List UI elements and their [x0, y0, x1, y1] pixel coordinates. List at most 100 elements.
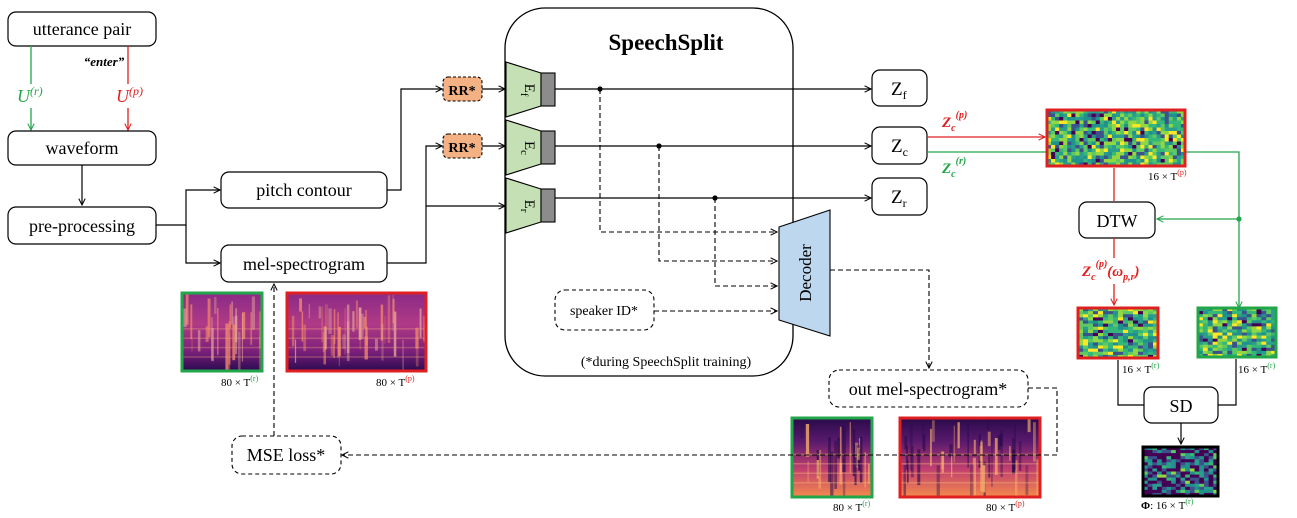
heatmap-cell — [1136, 159, 1141, 163]
z-c-box — [871, 126, 928, 165]
heatmap-cell — [1256, 344, 1262, 349]
heatmap-cell — [1055, 110, 1060, 114]
heatmap-cell — [1124, 152, 1129, 156]
heatmap-cell — [1055, 152, 1060, 156]
heatmap-cell — [1180, 468, 1186, 472]
heatmap-cell — [1071, 162, 1076, 167]
heatmap-cell — [1128, 314, 1134, 318]
heatmap-cell — [1120, 131, 1125, 135]
heatmap-cell — [1160, 148, 1166, 153]
heatmap-cell — [1237, 314, 1243, 318]
spectrogram-streak — [232, 324, 236, 361]
mel-r-dim-label: 80 × T(r) — [221, 374, 259, 389]
heatmap-cell — [1203, 450, 1210, 454]
heatmap-cell — [1091, 134, 1097, 139]
heatmap-cell — [1212, 341, 1218, 346]
spectrogram-streak — [973, 439, 976, 454]
heatmap-cell — [1185, 453, 1191, 457]
heatmap-cell — [1180, 465, 1186, 469]
heatmap-cell — [1133, 317, 1139, 321]
heatmap-cell — [1144, 152, 1149, 156]
heatmap-cell — [1123, 339, 1129, 343]
heatmap-cell — [1128, 152, 1133, 156]
heatmap-cell — [1075, 159, 1080, 163]
spectrogram-harmonic — [792, 482, 872, 484]
heatmap-cell — [1164, 124, 1170, 128]
heatmap-cell — [1168, 141, 1174, 146]
spectrogram-streak — [922, 420, 924, 449]
spectrogram-streak — [987, 431, 991, 447]
heatmap-cell — [1093, 323, 1099, 328]
heatmap-cell — [1095, 141, 1101, 146]
heatmap-cell — [1098, 329, 1104, 334]
heatmap-cell — [1063, 120, 1068, 125]
heatmap-cell — [1123, 320, 1129, 325]
encoder-r-label: Er — [518, 200, 537, 213]
heatmap-cell — [1176, 145, 1182, 149]
heatmap-cell — [1166, 453, 1172, 457]
heatmap-cell — [1251, 344, 1257, 349]
heatmap-cell — [1075, 152, 1080, 156]
heatmap-cell — [1189, 456, 1195, 460]
heatmap-cell — [1124, 127, 1129, 132]
heatmap-cell — [1160, 127, 1166, 132]
heatmap-cell — [1079, 131, 1084, 135]
rr-label-pitch: RR* — [448, 84, 475, 99]
heatmap-cell — [1176, 131, 1182, 135]
heatmap-cell — [1075, 145, 1080, 149]
heatmap-cell — [1120, 138, 1125, 142]
heatmap-cell — [1232, 314, 1238, 318]
spectrogram-harmonic — [182, 346, 262, 349]
spectrogram-streak — [318, 306, 321, 319]
decoder — [778, 209, 831, 337]
heatmap-cell — [1124, 162, 1129, 167]
heatmap-cell — [1103, 342, 1109, 346]
heatmap-cell — [1156, 117, 1162, 121]
heatmap-cell — [1136, 131, 1141, 135]
heatmap-cell — [1148, 326, 1154, 331]
heatmap-cell — [1237, 335, 1243, 340]
heatmap-cell — [1180, 450, 1186, 454]
heatmap-cell — [1189, 480, 1195, 485]
spectrogram-streak — [358, 307, 362, 340]
heatmap-cell — [1166, 447, 1172, 451]
heatmap-cell — [1087, 131, 1093, 135]
heatmap-cell — [1140, 138, 1145, 142]
heatmap-cell — [1132, 117, 1137, 121]
heatmap-cell — [1059, 124, 1064, 128]
heatmap-cell — [1103, 320, 1109, 325]
spectrogram-streak — [997, 435, 1001, 450]
heatmap-cell — [1088, 320, 1094, 325]
heatmap-cell — [1194, 486, 1200, 491]
heatmap-cell — [1237, 323, 1243, 327]
heatmap-cell — [1164, 138, 1170, 142]
heatmap-cell — [1148, 117, 1153, 121]
heatmap-cell — [1256, 320, 1262, 324]
heatmap-cell — [1093, 345, 1099, 350]
heatmap-cell — [1113, 323, 1119, 328]
heatmap-cell — [1199, 474, 1205, 479]
heatmap-cell — [1237, 350, 1243, 355]
heatmap-cell — [1246, 317, 1253, 321]
heatmap-cell — [1251, 332, 1257, 336]
heatmap-cell — [1144, 124, 1149, 128]
heatmap-cell — [1116, 131, 1121, 135]
heatmap-cell — [1093, 320, 1099, 325]
heatmap-cell — [1047, 162, 1052, 167]
spectrogram-streak — [308, 303, 310, 319]
right-to-sd-line — [1218, 359, 1237, 406]
heatmap-cell — [1176, 159, 1182, 163]
mel-to-rr-arrow — [387, 146, 442, 264]
heatmap-cell — [1172, 124, 1178, 128]
heatmap-cell — [1143, 480, 1149, 485]
heatmap-cell — [1202, 350, 1209, 355]
heatmap-cell — [1144, 117, 1149, 121]
heatmap-cell — [1157, 459, 1163, 463]
heatmap-cell — [1232, 332, 1238, 336]
heatmap-cell — [1095, 162, 1101, 167]
heatmap-cell — [1202, 317, 1209, 321]
heatmap-cell — [1107, 131, 1113, 135]
heatmap-cell — [1198, 323, 1204, 327]
heatmap-cell — [1271, 320, 1277, 324]
heatmap-cell — [1148, 329, 1154, 334]
